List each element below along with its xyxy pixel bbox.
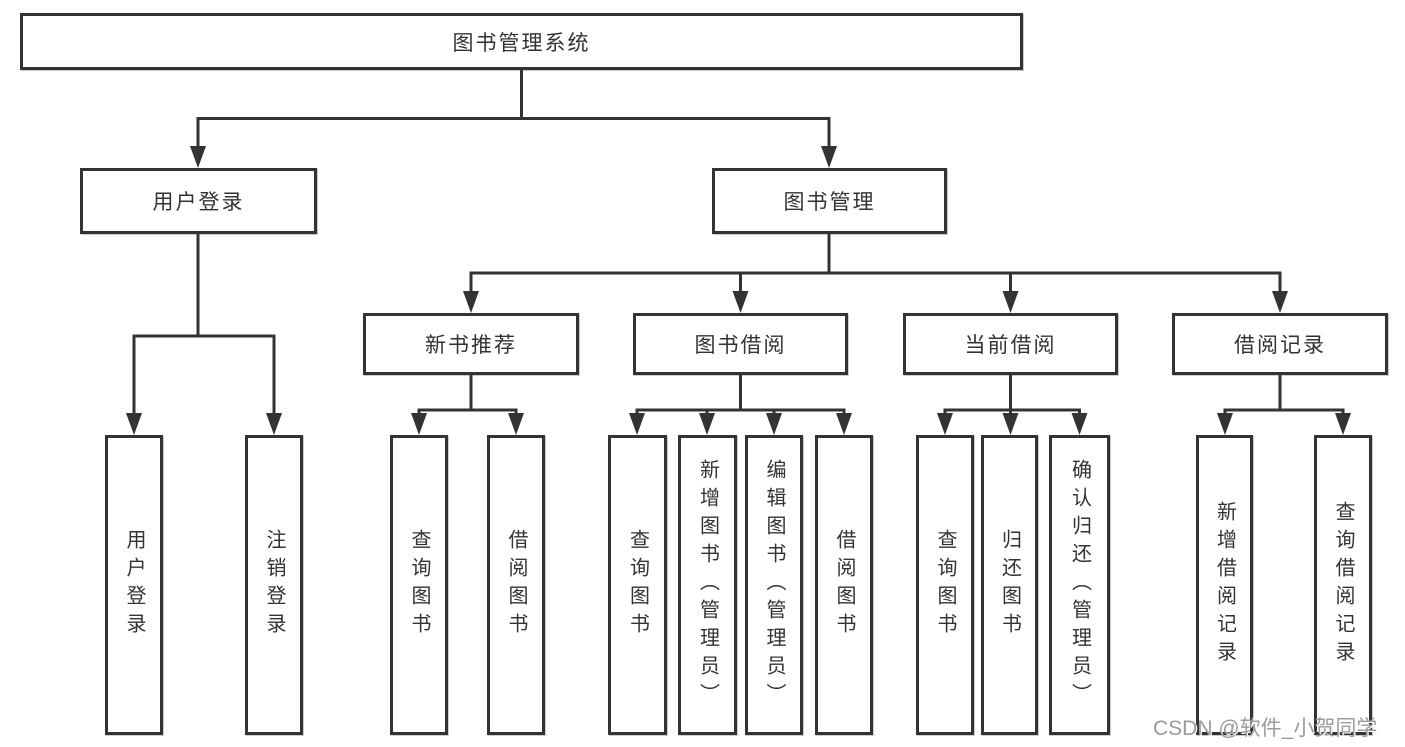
arrowhead-icon (821, 146, 837, 168)
node-book-management-label: 图书管理 (783, 191, 876, 214)
connector-current-borrow (943, 375, 1081, 414)
connector-path-group (132, 70, 1345, 414)
leaf-return-books: 归还图书 (981, 435, 1038, 735)
leaf-newbook-borrow-books: 借阅图书 (487, 435, 545, 735)
leaf-add-books-admin-label: 新增图书（管理员） (696, 459, 719, 711)
arrowhead-icon (190, 146, 206, 168)
node-root-label: 图书管理系统 (452, 31, 591, 55)
connector-user-login (132, 234, 276, 414)
connector-book-borrow (635, 375, 846, 414)
leaf-return-books-label: 归还图书 (998, 529, 1021, 641)
leaf-current-query-books: 查询图书 (916, 435, 974, 735)
leaf-edit-books-admin: 编辑图书（管理员） (745, 435, 803, 735)
leaf-user-login: 用户登录 (105, 435, 163, 735)
leaf-add-borrow-record: 新增借阅记录 (1196, 435, 1253, 735)
arrowhead-icon (766, 413, 782, 435)
arrowhead-icon (1071, 413, 1088, 435)
arrowhead-icon (126, 413, 142, 435)
node-book-borrowing: 图书借阅 (633, 313, 848, 375)
node-current-borrowing-label: 当前借阅 (964, 334, 1057, 357)
node-borrowing-records: 借阅记录 (1172, 313, 1388, 375)
arrowhead-icon (1272, 291, 1288, 313)
arrowhead-icon (508, 413, 524, 435)
arrowhead-icon (836, 413, 852, 435)
connector-book-mgmt (469, 232, 1282, 292)
leaf-query-borrow-record-label: 查询借阅记录 (1332, 501, 1354, 669)
leaf-borrow-books-label: 借阅图书 (833, 529, 855, 641)
leaf-logout-label: 注销登录 (263, 529, 285, 641)
leaf-user-login-label: 用户登录 (123, 529, 145, 641)
arrowhead-icon (937, 413, 953, 435)
arrowhead-icon (266, 413, 282, 435)
leaf-borrow-books: 借阅图书 (815, 435, 873, 735)
arrowhead-icon (463, 291, 479, 313)
node-borrowing-records-label: 借阅记录 (1234, 334, 1326, 357)
connector-root (196, 70, 831, 150)
leaf-current-query-books-label: 查询图书 (934, 529, 956, 641)
leaf-newbook-borrow-books-label: 借阅图书 (505, 529, 527, 641)
leaf-confirm-return-admin-label: 确认归还（管理员） (1068, 459, 1091, 711)
leaf-confirm-return-admin: 确认归还（管理员） (1049, 435, 1110, 735)
arrowhead-icon (1002, 291, 1019, 313)
leaf-add-borrow-record-label: 新增借阅记录 (1213, 501, 1236, 669)
node-current-borrowing: 当前借阅 (903, 313, 1118, 375)
arrowhead-group (126, 146, 1351, 435)
leaf-query-borrow-record: 查询借阅记录 (1314, 435, 1372, 735)
connector-borrow-records (1223, 375, 1345, 414)
node-book-borrowing-label: 图书借阅 (694, 334, 787, 357)
node-user-login-label: 用户登录 (152, 191, 245, 214)
arrowhead-icon (1002, 413, 1019, 435)
leaf-borrow-query-books-label: 查询图书 (626, 529, 649, 641)
node-book-management: 图书管理 (712, 168, 947, 234)
arrowhead-icon (699, 413, 715, 435)
node-user-login: 用户登录 (80, 168, 317, 234)
arrowhead-icon (732, 291, 749, 313)
arrowhead-icon (1335, 413, 1351, 435)
leaf-newbook-query-books-label: 查询图书 (408, 529, 430, 641)
leaf-edit-books-admin-label: 编辑图书（管理员） (763, 459, 785, 711)
connector-new-book (417, 375, 518, 414)
arrowhead-icon (1217, 413, 1233, 435)
node-new-book-recommend-label: 新书推荐 (425, 334, 517, 357)
leaf-add-books-admin: 新增图书（管理员） (678, 435, 737, 735)
leaf-borrow-query-books: 查询图书 (608, 435, 667, 735)
node-root-system: 图书管理系统 (20, 13, 1023, 70)
csdn-watermark: CSDN @软件_小贺同学 (1153, 717, 1378, 740)
arrowhead-icon (629, 413, 645, 435)
leaf-newbook-query-books: 查询图书 (390, 435, 448, 735)
arrowhead-icon (411, 413, 427, 435)
leaf-logout: 注销登录 (245, 435, 303, 735)
node-new-book-recommend: 新书推荐 (363, 313, 579, 375)
